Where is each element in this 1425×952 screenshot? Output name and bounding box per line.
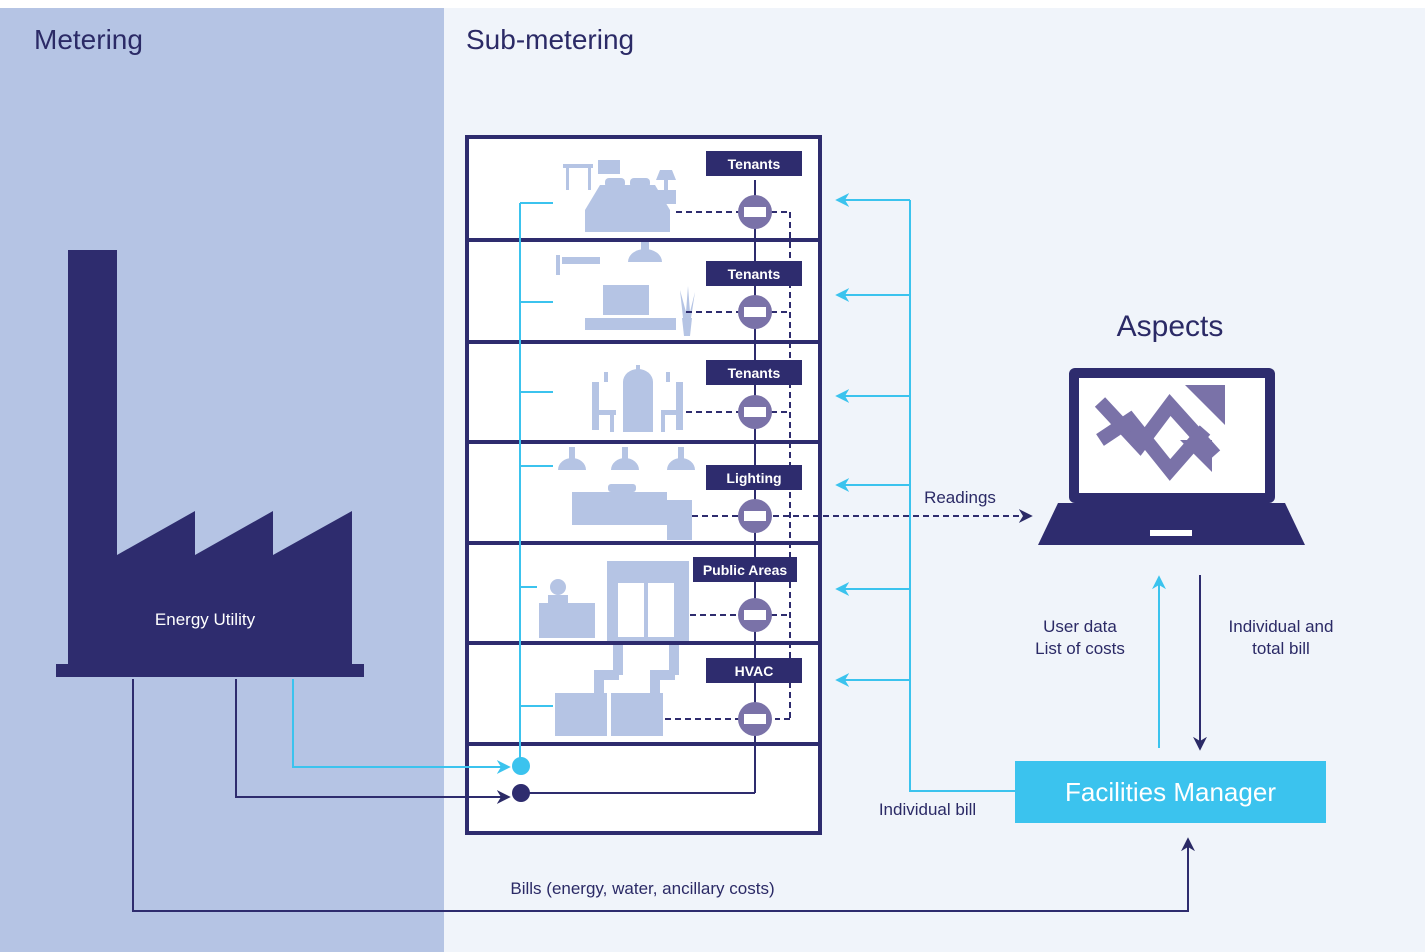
factory-icon	[56, 250, 364, 677]
individual-bill-label: Individual bill	[878, 800, 977, 819]
individual-bill-arrows	[835, 193, 1015, 792]
cyan-feed-arrow	[292, 679, 511, 774]
cyan-supply-lines	[519, 202, 553, 766]
facilities-manager-box: Facilities Manager	[1015, 761, 1326, 823]
submetering-title: Sub-metering	[466, 24, 635, 55]
floor-tag-public-areas: Public Areas	[693, 557, 797, 582]
user-data-label: User data List of costs	[1020, 616, 1140, 660]
readings-label: Readings	[924, 488, 996, 507]
bills-label: Bills (energy, water, ancillary costs)	[510, 879, 775, 898]
total-bill-line-2: total bill	[1252, 639, 1310, 658]
bedroom-icon	[563, 160, 676, 232]
dining-room-icon	[592, 365, 683, 432]
navy-feed-arrow	[235, 679, 511, 804]
elevator-doors-icon	[618, 583, 674, 637]
floor-tag-lighting: Lighting	[706, 465, 802, 490]
meter-icons	[738, 195, 772, 736]
floor-tag-tenants-3: Tenants	[706, 360, 802, 385]
laptop-icon	[1038, 368, 1305, 545]
floor-tag-tenants-1: Tenants	[706, 151, 802, 176]
trend-chart-icon	[1094, 393, 1221, 481]
metering-title: Metering	[34, 24, 143, 55]
living-room-icon	[556, 242, 695, 336]
kitchen-icon	[558, 447, 695, 540]
cyan-supply-dot	[512, 757, 530, 775]
trend-arrowheads	[1180, 385, 1225, 472]
floor-tag-tenants-2: Tenants	[706, 261, 802, 286]
top-strip	[0, 0, 1425, 8]
user-data-line-1: User data	[1043, 617, 1117, 636]
user-data-line-2: List of costs	[1035, 639, 1125, 658]
aspects-title: Aspects	[1116, 310, 1224, 343]
bills-arrow	[132, 679, 1195, 912]
navy-supply-dot	[512, 784, 530, 802]
total-bill-line-1: Individual and	[1228, 617, 1334, 636]
total-bill-label: Individual and total bill	[1210, 616, 1352, 660]
floor-tag-hvac: HVAC	[706, 658, 802, 683]
building-outline	[465, 135, 822, 835]
hvac-icon	[555, 645, 679, 736]
energy-utility-label: Energy Utility	[154, 610, 256, 629]
